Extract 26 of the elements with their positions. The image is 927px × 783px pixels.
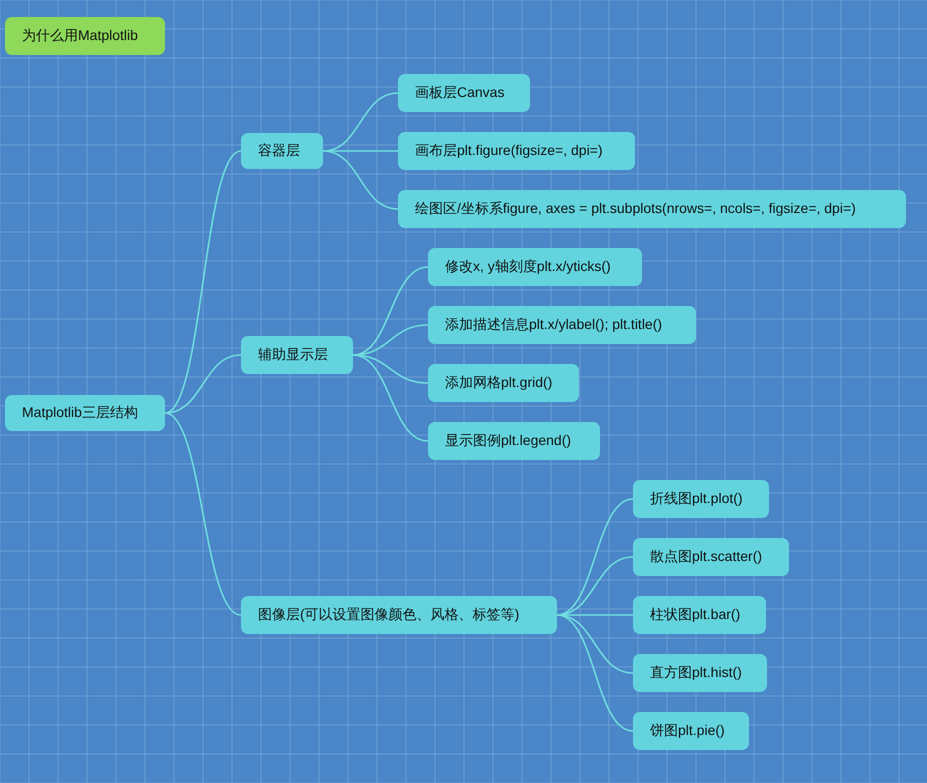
topic-box: 柱状图plt.bar() [633,596,766,634]
connector [557,614,633,616]
topic-box: 散点图plt.scatter() [633,538,789,576]
topic-box: 绘图区/坐标系figure, axes = plt.subplots(nrows=, ncols=, figsize=, dpi=) [398,190,906,228]
connector [352,354,428,442]
topic-box: 添加网格plt.grid() [428,364,579,402]
connector [164,150,242,414]
topic-box: 折线图plt.plot() [633,480,769,518]
topic-box: 图像层(可以设置图像颜色、风格、标签等) [241,596,557,634]
topic-box: 画板层Canvas [398,74,530,112]
topic-box: 辅助显示层 [241,336,353,374]
topic-box: 直方图plt.hist() [633,654,767,692]
connector [164,354,242,414]
connector [164,412,242,616]
topic-box: 显示图例plt.legend() [428,422,600,460]
topic-box: 添加描述信息plt.x/ylabel(); plt.title() [428,306,696,344]
topic-box: 饼图plt.pie() [633,712,749,750]
topic-box: 画布层plt.figure(figsize=, dpi=) [398,132,635,170]
topic-box: 容器层 [241,133,323,169]
topic-box: Matplotlib三层结构 [5,395,165,431]
topic-box: 修改x, y轴刻度plt.x/yticks() [428,248,642,286]
connector [556,614,634,732]
topic-box: 为什么用Matplotlib [5,17,165,55]
connector [352,324,428,356]
connector [322,150,398,210]
connector [323,150,398,152]
